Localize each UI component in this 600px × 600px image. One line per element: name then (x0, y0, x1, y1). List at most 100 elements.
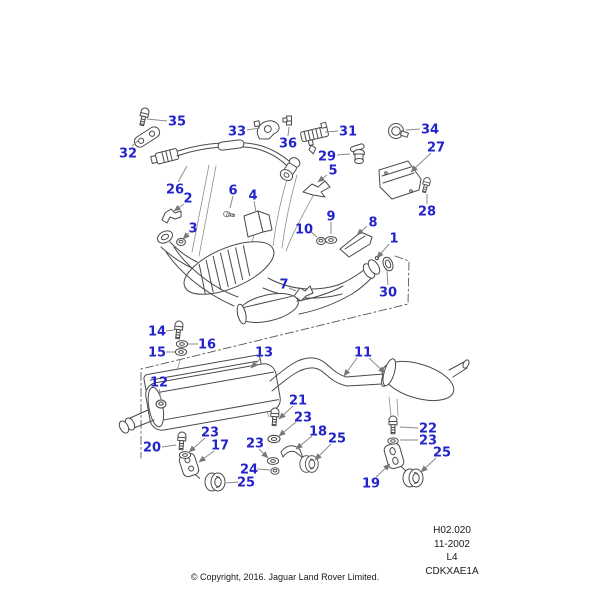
bolt-20 (176, 431, 187, 451)
callout-23[interactable]: 23 (419, 434, 437, 449)
leader-line-27 (410, 152, 432, 173)
callout-22[interactable]: 22 (419, 422, 437, 437)
callout-21[interactable]: 21 (289, 394, 307, 409)
leader-line-25 (420, 457, 437, 473)
rubber-mount-25 (402, 468, 424, 488)
leader-line-32 (131, 137, 142, 147)
leader-line-14 (165, 329, 175, 332)
callout-3[interactable]: 3 (188, 222, 197, 237)
callout-33[interactable]: 33 (228, 125, 246, 140)
nut-12 (155, 399, 167, 409)
plate-info: H02.020 11-2002 L4 CDKXAE1A (392, 524, 512, 578)
leader-line-33 (246, 127, 261, 131)
callout-5[interactable]: 5 (328, 164, 337, 179)
nut-24 (270, 467, 280, 475)
callout-11[interactable]: 11 (354, 346, 372, 361)
callout-4[interactable]: 4 (248, 189, 257, 204)
callout-32[interactable]: 32 (119, 147, 137, 162)
callout-8[interactable]: 8 (368, 216, 377, 231)
bracket-8 (339, 231, 373, 258)
middle-muffler (118, 354, 281, 434)
callout-23[interactable]: 23 (246, 437, 264, 452)
doc-drawing-code: CDKXAE1A (425, 565, 479, 577)
leader-line-6 (229, 195, 234, 209)
callout-25[interactable]: 25 (433, 446, 451, 461)
leader-line-7 (288, 287, 297, 292)
bolt-28 (420, 176, 432, 194)
callout-28[interactable]: 28 (418, 205, 436, 220)
leader-line-11 (368, 357, 386, 374)
bracket-5 (302, 180, 331, 198)
washer-23 (267, 434, 281, 444)
callout-7[interactable]: 7 (279, 278, 288, 293)
callout-14[interactable]: 14 (148, 325, 166, 340)
callout-26[interactable]: 26 (166, 183, 184, 198)
callout-9[interactable]: 9 (326, 210, 335, 225)
callout-23[interactable]: 23 (201, 426, 219, 441)
callout-31[interactable]: 31 (339, 125, 357, 140)
leader-line-25 (225, 481, 239, 484)
strap-18 (280, 445, 304, 459)
front-pipe-assembly (156, 230, 381, 325)
callout-25[interactable]: 25 (328, 432, 346, 447)
clip-36 (282, 115, 292, 126)
tail-pipe (269, 357, 389, 392)
leader-line-4 (253, 200, 257, 213)
callout-13[interactable]: 13 (255, 346, 273, 361)
doc-date: 11-2002 (434, 538, 470, 550)
resonator (236, 293, 299, 325)
callout-24[interactable]: 24 (240, 463, 258, 478)
callout-25[interactable]: 25 (237, 476, 255, 491)
bracket-2 (161, 208, 182, 224)
clamp-34 (388, 123, 409, 139)
callout-36[interactable]: 36 (279, 137, 297, 152)
callout-27[interactable]: 27 (427, 141, 445, 156)
leader-line-34 (405, 128, 421, 131)
callout-15[interactable]: 15 (148, 346, 166, 361)
sensor-connector (279, 157, 301, 182)
callout-30[interactable]: 30 (379, 286, 397, 301)
heat-shield-27 (378, 160, 422, 200)
callout-35[interactable]: 35 (168, 115, 186, 130)
bolt-14 (173, 320, 184, 340)
washer-23 (266, 457, 280, 465)
leader-line-25 (314, 443, 332, 461)
callout-2[interactable]: 2 (183, 192, 192, 207)
leader-line-20 (161, 444, 177, 448)
callout-23[interactable]: 23 (294, 411, 312, 426)
callout-16[interactable]: 16 (198, 338, 216, 353)
leader-line-12 (158, 388, 162, 401)
callout-18[interactable]: 18 (309, 425, 327, 440)
front-flange (156, 230, 174, 244)
callout-1[interactable]: 1 (389, 232, 398, 247)
leader-line-1 (376, 243, 390, 259)
callout-19[interactable]: 19 (362, 477, 380, 492)
leader-line-13 (250, 357, 262, 369)
callout-29[interactable]: 29 (318, 150, 336, 165)
callout-20[interactable]: 20 (143, 441, 161, 456)
bolt-22 (388, 415, 398, 435)
hanger-bracket-19 (383, 442, 406, 471)
leader-line-8 (356, 225, 368, 236)
bracket-33 (253, 120, 280, 140)
callout-12[interactable]: 12 (150, 376, 168, 391)
washer-16 (175, 340, 189, 348)
gasket-ring-30 (382, 256, 394, 272)
rubber-mount-25 (299, 455, 319, 473)
callout-6[interactable]: 6 (228, 184, 237, 199)
fitting-29 (350, 143, 365, 165)
leader-line-18 (295, 435, 313, 450)
callout-10[interactable]: 10 (295, 223, 313, 238)
leader-line-17 (198, 450, 215, 463)
leader-line-3 (182, 232, 190, 240)
leader-line-35 (146, 118, 168, 122)
oxygen-sensor-26 (150, 139, 301, 182)
leader-line-23 (188, 437, 206, 453)
leader-line-30 (386, 270, 389, 286)
rear-muffler (381, 358, 470, 402)
callout-17[interactable]: 17 (211, 439, 229, 454)
leader-line-24 (256, 468, 271, 471)
leader-line-23 (278, 421, 297, 437)
callout-34[interactable]: 34 (421, 123, 439, 138)
